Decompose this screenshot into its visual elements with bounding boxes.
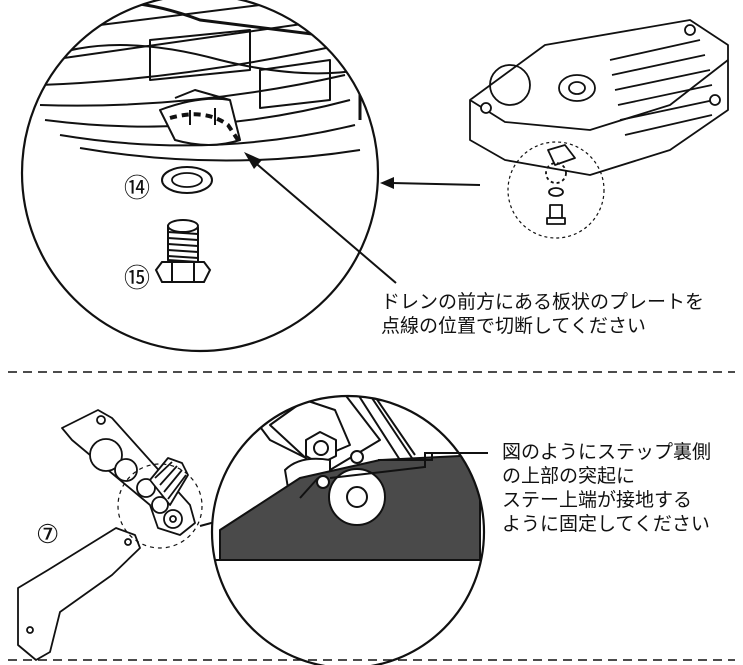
step-contact-detail — [210, 394, 486, 665]
bracket-instruction: 図のようにステップ裏側 の上部の突起に ステー上端が接地する ように固定してくだ… — [502, 440, 711, 536]
step-assembly — [17, 409, 203, 661]
bracket-instruction-line-4: ように固定してください — [502, 513, 710, 535]
cut-instruction-line-1: ドレンの前方にある板状のプレートを — [381, 291, 705, 313]
cut-line — [169, 112, 240, 142]
part-number-15: ⑮ — [124, 264, 150, 294]
bracket-instruction-line-3: ステー上端が接地する — [502, 489, 693, 511]
oil-pan-detail: ⑭ ⑮ — [20, 0, 397, 353]
cut-instruction: ドレンの前方にある板状のプレートを 点線の位置で切断してください — [381, 290, 704, 338]
oil-pan-overview — [469, 19, 729, 239]
part-number-14: ⑭ — [124, 174, 150, 204]
cut-instruction-line-2: 点線の位置で切断してください — [381, 315, 646, 337]
bracket-instruction-line-1: 図のようにステップ裏側 — [502, 441, 712, 463]
bracket-instruction-line-2: の上部の突起に — [502, 465, 636, 487]
part-number-7: ⑦ — [36, 520, 59, 550]
drain-bolt-drawing — [154, 219, 212, 283]
